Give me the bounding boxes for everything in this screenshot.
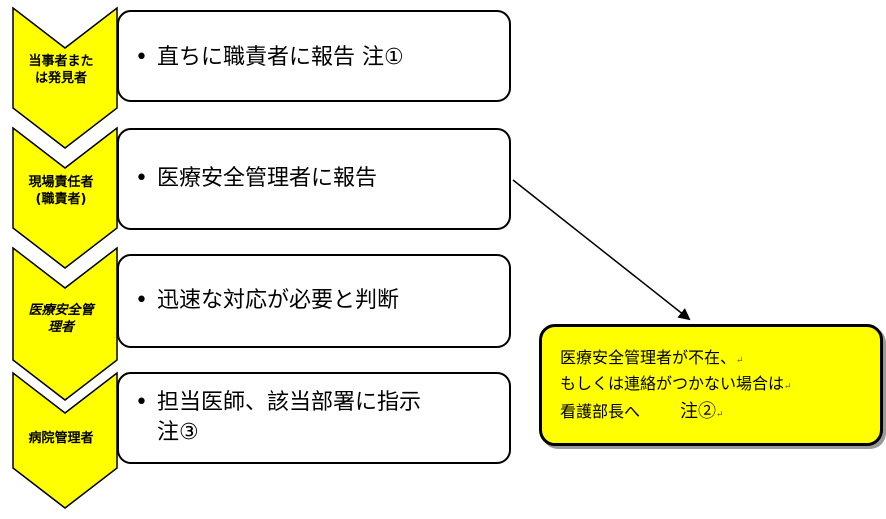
role-3-line-2: 理者 — [47, 320, 74, 335]
action-box-2: • 医療安全管理者に報告 — [117, 128, 511, 230]
action-box-4: • 担当医師、該当部署に指示 注③ — [117, 372, 511, 464]
callout-box: 医療安全管理者が不在、↵ もしくは連絡がつかない場合は↵ 看護部長へ注②↵ — [539, 324, 883, 446]
action-1-text: • 直ちに職責者に報告 注① — [135, 43, 404, 73]
bullet-1: • — [135, 45, 148, 70]
role-label-3: 医療安全管 理者 — [6, 302, 116, 336]
role-label-2: 現場責任者 (職責者) — [6, 174, 116, 208]
bullet-3: • — [135, 288, 148, 313]
action-4-text: • 担当医師、該当部署に指示 注③ — [135, 388, 421, 448]
action-4-line-1: 担当医師、該当部署に指示 — [157, 390, 422, 415]
connector-arrow — [512, 179, 691, 321]
callout-note-2: 注② — [680, 401, 717, 422]
chevron-step-4 — [12, 371, 118, 509]
action-4-line-2-row: 注③ — [135, 418, 421, 448]
action-3-text: • 迅速な対応が必要と判断 — [135, 286, 399, 316]
role-label-1: 当事者また は発見者 — [6, 53, 116, 87]
chevron-step-2 — [12, 126, 118, 269]
return-mark-icon: ↵ — [784, 382, 792, 392]
callout-line-1: 医療安全管理者が不在、↵ — [560, 347, 744, 372]
callout-line-3: 看護部長へ 注②↵ — [560, 401, 724, 426]
action-box-1: • 直ちに職責者に報告 注① — [117, 10, 511, 102]
action-box-3: • 迅速な対応が必要と判断 — [117, 254, 511, 348]
role-2-line-2: (職責者) — [35, 192, 87, 207]
chevron-step-1 — [12, 6, 118, 149]
bullet-4: • — [135, 390, 148, 415]
callout-line-2: もしくは連絡がつかない場合は↵ — [560, 373, 792, 398]
role-1-line-2: は発見者 — [34, 71, 87, 86]
action-2-line-1: 医療安全管理者に報告 — [157, 166, 378, 191]
action-4-line-1-row: • 担当医師、該当部署に指示 — [135, 388, 421, 418]
callout-line-1-text: 医療安全管理者が不在、 — [560, 348, 737, 367]
action-2-text: • 医療安全管理者に報告 — [135, 164, 377, 194]
bullet-2: • — [135, 166, 148, 191]
callout-line-2-text: もしくは連絡がつかない場合は — [560, 374, 785, 393]
chevron-step-3 — [12, 246, 118, 401]
action-3-line-1: 迅速な対応が必要と判断 — [157, 288, 400, 313]
action-1-line-1: 直ちに職責者に報告 注① — [157, 45, 404, 70]
return-mark-icon: ↵ — [716, 410, 724, 420]
role-label-4: 病院管理者 — [6, 430, 116, 447]
return-mark-icon: ↵ — [736, 356, 744, 366]
role-2-line-1: 現場責任者 — [28, 175, 94, 190]
role-3-line-1: 医療安全管 — [28, 303, 94, 318]
role-1-line-1: 当事者また — [28, 54, 94, 69]
callout-line-3-text: 看護部長へ — [560, 402, 641, 421]
role-4-line-1: 病院管理者 — [28, 431, 94, 446]
action-4-line-2: 注③ — [157, 420, 199, 445]
